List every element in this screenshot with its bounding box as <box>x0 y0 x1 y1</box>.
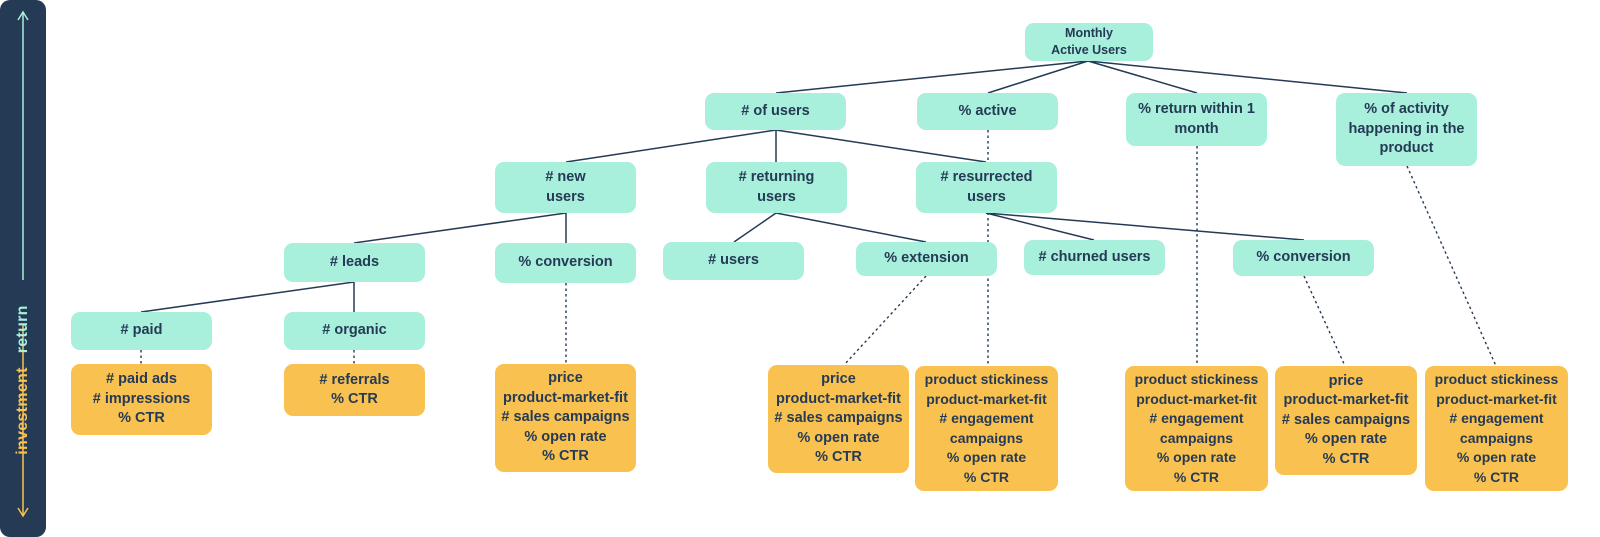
node-paid: # paid <box>71 312 212 350</box>
node-returning-users: # returning users <box>706 162 847 213</box>
factor-activity: product stickiness product-market-fit # … <box>1425 366 1568 491</box>
node-number-of-users: # of users <box>705 93 846 130</box>
arrow-up-icon <box>17 10 29 21</box>
link-users-new <box>565 129 777 163</box>
node-conversion-new: % conversion <box>495 243 636 283</box>
node-monthly-active-users: Monthly Active Users <box>1025 23 1153 61</box>
node-new-users: # new users <box>495 162 636 213</box>
factor-conversion-resurrected: price product-market-fit # sales campaig… <box>1275 366 1417 475</box>
factor-conversion-new: price product-market-fit # sales campaig… <box>495 364 636 472</box>
factor-organic: # referrals % CTR <box>284 364 425 416</box>
link-returning-extension <box>775 212 927 243</box>
node-users-returning: # users <box>663 242 804 280</box>
node-percent-active: % active <box>917 93 1058 130</box>
node-conversion-resurrected: % conversion <box>1233 240 1374 276</box>
node-percent-return-within-month: % return within 1 month <box>1126 93 1267 146</box>
factor-extension: price product-market-fit # sales campaig… <box>768 365 909 473</box>
node-churned-users: # churned users <box>1024 240 1165 275</box>
link-root-return <box>1087 60 1198 94</box>
link-users-resurrected <box>775 129 987 163</box>
node-resurrected-users: # resurrected users <box>916 162 1057 213</box>
link-new-leads <box>353 212 567 244</box>
axis-arrows <box>17 10 29 518</box>
link-root-activity <box>1087 60 1408 94</box>
factor-active: product stickiness product-market-fit # … <box>915 366 1058 491</box>
factor-return: product stickiness product-market-fit # … <box>1125 366 1268 491</box>
link-resurrected-churned <box>985 212 1095 241</box>
link-resurrected-conv2 <box>985 212 1305 241</box>
factor-paid: # paid ads # impressions % CTR <box>71 364 212 435</box>
arrow-down-icon <box>17 507 29 518</box>
node-percent-activity-in-product: % of activity happening in the product <box>1336 93 1477 166</box>
dash-conv2 <box>1303 275 1346 367</box>
link-root-active <box>987 60 1089 94</box>
node-leads: # leads <box>284 243 425 282</box>
dash-extension <box>843 275 927 366</box>
investment-return-axis: investmentreturn <box>0 0 46 537</box>
link-returning-users2 <box>733 212 777 243</box>
node-organic: # organic <box>284 312 425 350</box>
link-leads-paid <box>140 281 355 313</box>
link-root-users <box>775 60 1089 94</box>
node-extension: % extension <box>856 242 997 276</box>
dash-activity <box>1406 165 1497 367</box>
